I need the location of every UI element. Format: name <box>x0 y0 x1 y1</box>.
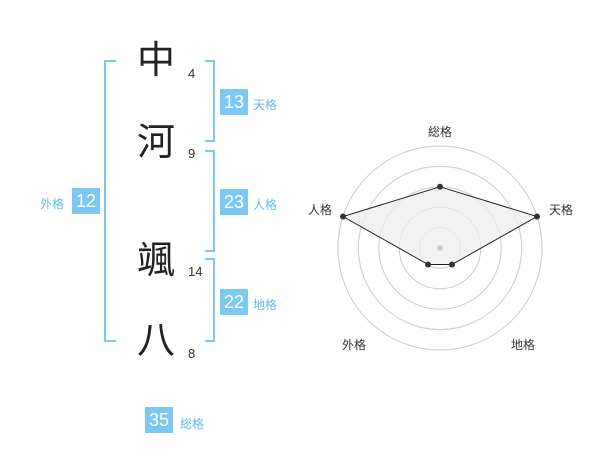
radar-axis-label-tenkaku: 天格 <box>549 203 574 217</box>
radar-point-4 <box>340 213 346 220</box>
chikaku-label: 地格 <box>253 298 278 312</box>
radar-center-dot <box>437 245 443 251</box>
radar-axis-label-gaikaku: 外格 <box>342 338 367 352</box>
jinkaku-label: 人格 <box>253 198 278 212</box>
radar-point-2 <box>449 261 455 268</box>
radar-ring-5 <box>337 145 543 351</box>
radar-point-3 <box>425 261 431 268</box>
radar-axis-label-jinkaku: 人格 <box>308 203 333 217</box>
stroke-count-3: 14 <box>188 264 203 279</box>
gaikaku-label: 外格 <box>40 197 65 211</box>
radar-point-0 <box>437 183 443 190</box>
tenkaku-bracket <box>205 60 215 142</box>
soukaku-label: 総格 <box>180 417 205 431</box>
chikaku-bracket <box>205 258 215 342</box>
gaikaku-value: 12 <box>72 188 101 214</box>
name-char-2: 河 <box>137 120 176 164</box>
soukaku-value: 35 <box>145 407 174 433</box>
chikaku-value: 22 <box>220 289 249 315</box>
tenkaku-label: 天格 <box>253 98 278 112</box>
stroke-count-1: 4 <box>188 66 196 81</box>
name-char-4: 八 <box>137 318 176 362</box>
tenkaku-value: 13 <box>220 89 249 115</box>
stroke-count-4: 8 <box>188 346 196 361</box>
jinkaku-bracket <box>205 150 215 252</box>
radar-series-polygon <box>341 186 539 265</box>
jinkaku-value: 23 <box>220 189 249 215</box>
stroke-count-2: 9 <box>188 146 196 161</box>
radar-ring-4 <box>357 165 523 331</box>
radar-axis-label-chikaku: 地格 <box>511 338 536 352</box>
radar-axis-label-soukaku: 総格 <box>428 125 453 139</box>
radar-point-1 <box>534 213 540 220</box>
name-char-1: 中 <box>137 38 176 82</box>
gaikaku-bracket <box>104 60 116 342</box>
name-char-3: 颯 <box>137 238 176 282</box>
